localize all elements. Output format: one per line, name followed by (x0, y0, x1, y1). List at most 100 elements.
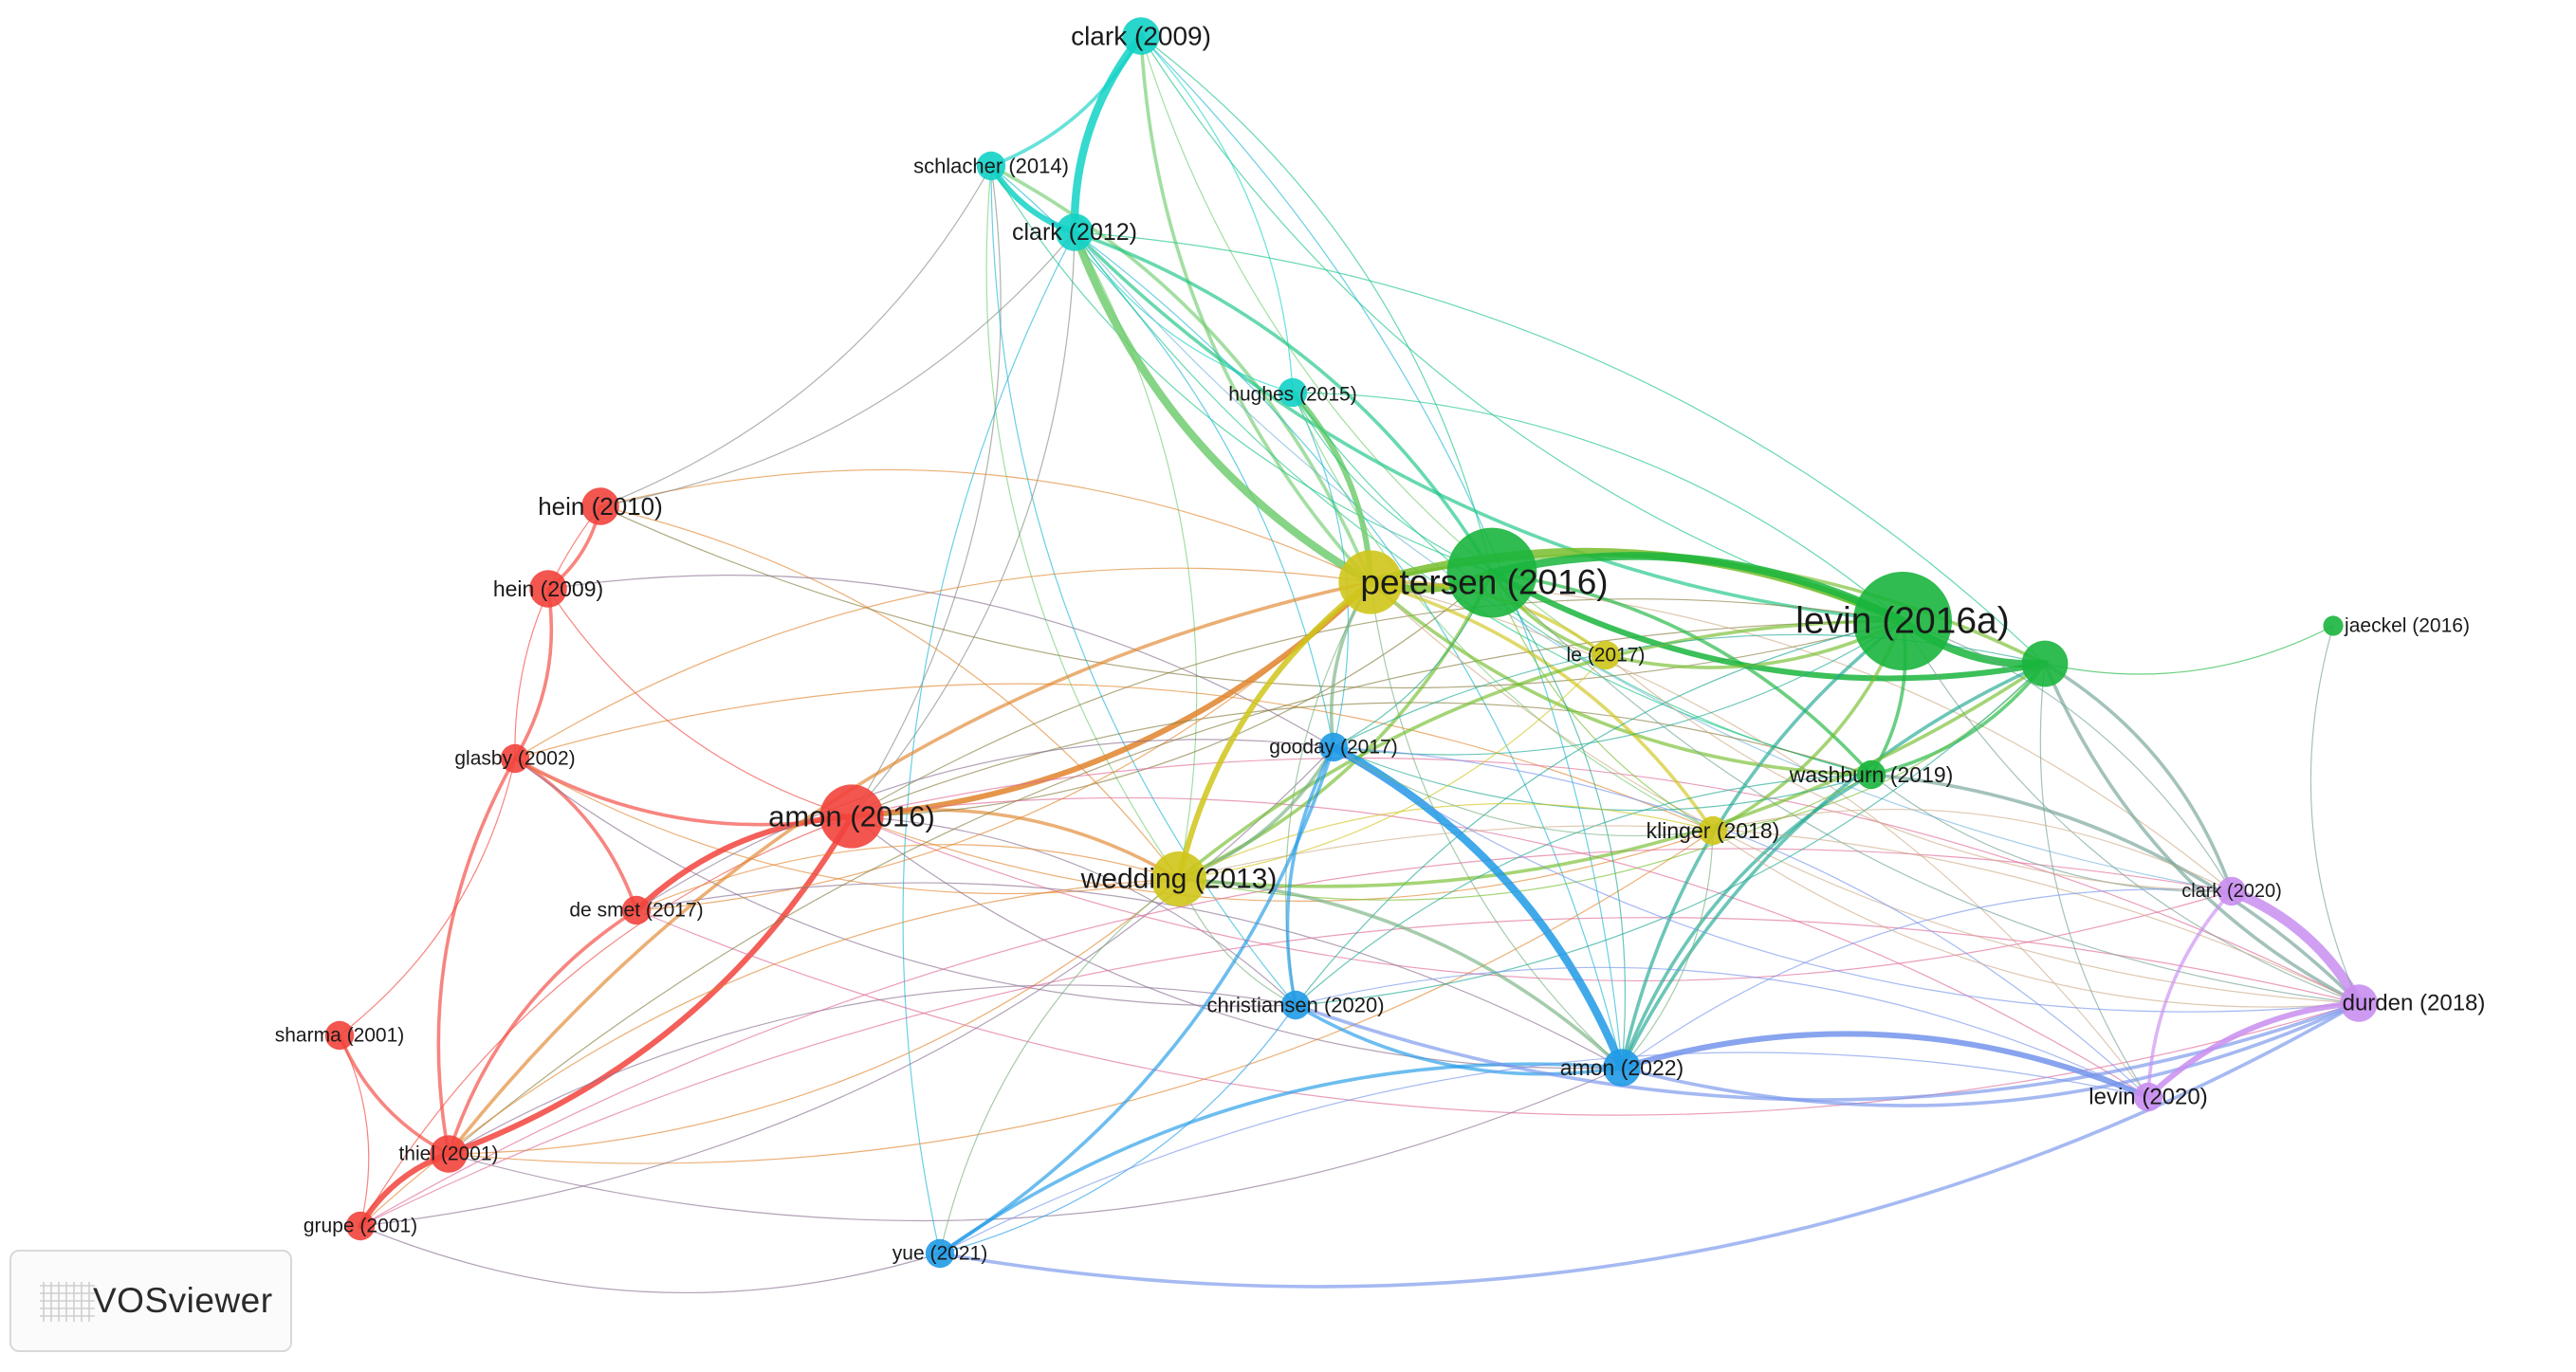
link-wedding2013-amon2022 (1177, 877, 1624, 1070)
node-petersen2016[interactable] (1338, 550, 1403, 614)
node-levin2020[interactable] (2133, 1082, 2163, 1112)
node-klinger2018[interactable] (1698, 815, 1728, 846)
node-glasby2002[interactable] (500, 743, 530, 774)
node-label-hein2010[interactable]: hein (2010) (538, 492, 663, 521)
link-christiansen2020-levin2020 (1295, 966, 2149, 1098)
link-clark2009-hughes2015 (1140, 35, 1294, 393)
node-christiansen2020[interactable] (1280, 990, 1311, 1020)
node-label-schlacher2014[interactable]: schlacher (2014) (913, 155, 1069, 178)
node-label-petersen2016[interactable]: petersen (2016) (1360, 563, 1608, 602)
link-clark2009-clark2012 (1070, 31, 1146, 237)
node-wedding2013[interactable] (1151, 851, 1206, 906)
link-clark2012-petersen2016 (1070, 228, 1375, 587)
link-amon2022-clark2020 (1621, 888, 2233, 1069)
node-label-durden2018[interactable]: durden (2018) (2343, 991, 2486, 1016)
link-petersen2016-wedding2013 (1176, 579, 1373, 882)
link-washburn2019-amon2022 (1620, 773, 1873, 1070)
link-levin2016a-christiansen2020 (1295, 620, 1904, 1006)
node-label-desmet2017[interactable]: de smet (2017) (569, 900, 703, 922)
node-label-hein2009[interactable]: hein (2009) (493, 576, 603, 601)
node-label-amon2022[interactable]: amon (2022) (1560, 1055, 1684, 1080)
link-hein2010-clark2012 (599, 231, 1076, 507)
node-amon2016[interactable] (819, 784, 884, 849)
node-label-clark2012[interactable]: clark (2012) (1012, 219, 1137, 246)
link-desmet2017-gooday2017 (635, 739, 1334, 911)
node-label-thiel2001[interactable]: thiel (2001) (398, 1143, 498, 1165)
link-clark2020-levin2020 (2146, 889, 2234, 1099)
link-sharma2001-thiel2001 (338, 1034, 451, 1156)
link-grupe2001-wedding2013 (359, 878, 1180, 1227)
node-sharma2001[interactable] (324, 1020, 355, 1051)
node-le2017[interactable] (1591, 640, 1621, 670)
link-gooday2017-amon2022 (1329, 742, 1627, 1072)
link-washburn2019-durden2018 (1869, 773, 2361, 1005)
link-gooday2017-klinger2018 (1333, 746, 1714, 837)
vosviewer-logo-icon (40, 1282, 95, 1322)
link-desmet2017-thiel2001 (447, 908, 638, 1156)
link-sharma2001-grupe2001 (339, 1034, 370, 1227)
node-thiel2001[interactable] (430, 1135, 468, 1173)
link-desmet2017-petersen2016 (635, 581, 1371, 911)
node-label-sharma2001[interactable]: sharma (2001) (275, 1025, 405, 1047)
link-clark2009-schlacher2014 (989, 34, 1143, 168)
node-schlacher2014[interactable] (976, 151, 1006, 181)
node-label-washburn2019[interactable]: washburn (2019) (1789, 762, 1954, 787)
node-label-glasby2002[interactable]: glasby (2002) (454, 748, 575, 770)
node-label-clark2020[interactable]: clark (2020) (2181, 881, 2282, 902)
node-label-klinger2018[interactable]: klinger (2018) (1647, 818, 1780, 843)
link-gooday2017-christiansen2020 (1285, 745, 1335, 1007)
node-clark2012[interactable] (1056, 213, 1094, 251)
node-hein2010[interactable] (581, 487, 619, 525)
link-greenright-wedding2013 (1177, 662, 2047, 888)
link-grupe2001-yue2021 (359, 1225, 941, 1294)
link-glasby2002-christiansen2020 (514, 758, 1297, 1007)
node-label-christiansen2020[interactable]: christiansen (2020) (1206, 994, 1384, 1017)
node-clark2020[interactable] (2217, 876, 2247, 906)
node-label-hughes2015[interactable]: hughes (2015) (1228, 384, 1356, 406)
node-greenhub[interactable] (1446, 527, 1537, 618)
node-label-gooday2017[interactable]: gooday (2017) (1269, 737, 1397, 759)
link-amon2022-yue2021 (938, 1062, 1624, 1255)
node-durden2018[interactable] (2340, 984, 2378, 1022)
node-clark2009[interactable] (1122, 17, 1160, 55)
link-greenright-washburn2019 (1869, 662, 2047, 777)
node-label-levin2016a[interactable]: levin (2016a) (1795, 601, 2009, 642)
node-layer (324, 17, 2378, 1269)
node-jaeckel2016[interactable] (2323, 615, 2344, 636)
link-hein2010-levin2016a (599, 505, 1904, 689)
node-washburn2019[interactable] (1856, 759, 1886, 790)
node-label-levin2020[interactable]: levin (2020) (2088, 1085, 2207, 1110)
link-gooday2017-levin2020 (1333, 746, 2149, 1098)
node-gooday2017[interactable] (1318, 732, 1349, 762)
node-greenright[interactable] (2021, 640, 2069, 687)
link-glasby2002-thiel2001 (436, 757, 517, 1156)
node-desmet2017[interactable] (621, 895, 652, 925)
link-amon2016-greenhub (851, 572, 1493, 817)
link-clark2012-clark2020 (1074, 231, 2233, 892)
link-greenright-christiansen2020 (1295, 663, 2046, 1006)
node-yue2021[interactable] (925, 1238, 955, 1269)
node-label-amon2016[interactable]: amon (2016) (768, 800, 935, 833)
node-label-yue2021[interactable]: yue (2021) (892, 1243, 987, 1265)
link-greenhub-klinger2018 (1491, 572, 1714, 832)
app-brand-name: VOSviewer (93, 1281, 273, 1320)
link-petersen2016-durden2018 (1370, 581, 2360, 1004)
node-levin2016a[interactable] (1853, 572, 1952, 670)
node-label-wedding2013[interactable]: wedding (2013) (1080, 864, 1278, 895)
node-label-le2017[interactable]: le (2017) (1567, 645, 1646, 667)
link-greenhub-greenright (1489, 570, 2048, 682)
node-label-grupe2001[interactable]: grupe (2001) (304, 1216, 417, 1237)
link-amon2016-clark2020 (851, 815, 2233, 981)
link-amon2022-levin2020 (1619, 1031, 2151, 1100)
node-hein2009[interactable] (529, 570, 567, 608)
node-amon2022[interactable] (1603, 1049, 1641, 1087)
link-thiel2001-levin2016a (448, 620, 1904, 1155)
node-hughes2015[interactable] (1278, 377, 1308, 408)
link-hein2009-gooday2017 (547, 575, 1334, 748)
link-amon2016-washburn2019 (851, 702, 1872, 817)
node-label-jaeckel2016[interactable]: jaeckel (2016) (2344, 615, 2470, 637)
node-label-clark2009[interactable]: clark (2009) (1071, 22, 1211, 51)
node-grupe2001[interactable] (345, 1211, 376, 1241)
link-hein2009-amon2016 (547, 588, 853, 817)
